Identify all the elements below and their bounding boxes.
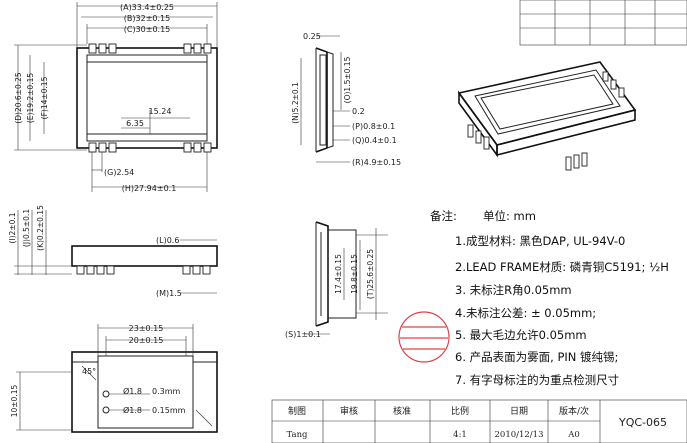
dim-P: (P)0.8±0.1 <box>352 122 395 131</box>
revision-table <box>519 0 687 46</box>
dim-hole1-b: 0.3mm <box>152 387 181 396</box>
dim-20: 20±0.15 <box>129 336 164 345</box>
side-view: 0.25 (N)5.2±0.1 (O)1.5±0.15 0.2 (P)0.8±0… <box>291 32 401 167</box>
dim-45deg: 45° <box>82 367 96 376</box>
dim-0-25: 0.25 <box>303 32 321 41</box>
note-3: 3. 未标注R角0.05mm <box>455 283 572 297</box>
dim-Q: (Q)0.4±0.1 <box>352 136 397 145</box>
tb-header-0: 制图 <box>288 405 306 417</box>
dim-B: (B)32±0.15 <box>124 14 170 23</box>
note-4: 4.未标注公差: ± 0.05mm; <box>455 306 596 320</box>
top-view: (A)33.4±0.25 (B)32±0.15 (C)30±0.15 (D)20… <box>14 2 218 193</box>
dim-23: 23±0.15 <box>129 324 164 333</box>
note-1: 1.成型材料: 黑色DAP, UL-94V-0 <box>455 234 625 248</box>
dim-6-35: 6.35 <box>126 119 144 128</box>
notes-block: 备注: 单位: mm 1.成型材料: 黑色DAP, UL-94V-0 2.LEA… <box>430 209 669 387</box>
title-block: 制图 审核 核准 比例 日期 版本/次 Tang 4:1 2010/12/13 … <box>271 399 687 443</box>
notes-header: 备注: <box>430 209 457 223</box>
dim-0-2: 0.2 <box>352 107 365 116</box>
tb-header-3: 比例 <box>451 405 469 417</box>
part-number: YQC-065 <box>618 416 667 429</box>
red-stamp <box>398 311 450 363</box>
dim-S: (S)1±0.1 <box>285 330 321 339</box>
tb-header-5: 版本/次 <box>559 405 589 417</box>
note-5: 5. 最大毛边允许0.05mm <box>455 328 587 342</box>
tb-header-2: 核准 <box>393 405 411 417</box>
notes-unit: 单位: mm <box>483 209 536 223</box>
dim-C: (C)30±0.15 <box>124 25 171 34</box>
tb-header-4: 日期 <box>510 406 528 417</box>
dim-K: (K)0.2±0.15 <box>36 205 45 251</box>
dim-H: (H)27.94±0.1 <box>122 184 177 193</box>
dim-A: (A)33.4±0.25 <box>120 3 174 12</box>
dim-N: (N)5.2±0.1 <box>291 82 300 124</box>
dim-10: 10±0.15 <box>10 385 19 418</box>
dim-M: (M)1.5 <box>156 289 182 298</box>
dim-hole2-b: 0.15mm <box>152 406 186 415</box>
note-6: 6. 产品表面为雾面, PIN 镀纯锡; <box>455 350 618 364</box>
end-view: 17.4±0.15 19.8±0.15 (T)25.6±0.25 (S)1±0.… <box>285 221 388 339</box>
dim-O: (O)1.5±0.15 <box>343 56 352 103</box>
dim-17-4: 17.4±0.15 <box>334 254 343 294</box>
dim-G: (G)2.54 <box>104 168 134 177</box>
dim-L: (L)0.6 <box>156 236 179 245</box>
dim-19-8: 19.8±0.15 <box>350 254 359 294</box>
dim-D: (D)20.6±0.25 <box>14 72 23 124</box>
isometric-view <box>457 61 637 171</box>
tb-value-4: 2010/12/13 <box>495 430 544 440</box>
dim-I: (I)2±0.1 <box>8 212 17 243</box>
dim-T: (T)25.6±0.25 <box>366 249 375 299</box>
note-2: 2.LEAD FRAME材质: 磷青铜C5191; ½H <box>455 260 669 274</box>
front-view: (I)2±0.1 (J)0.5±0.1 (K)0.2±0.15 (L)0.6 (… <box>8 205 218 298</box>
dim-R: (R)4.9±0.15 <box>352 158 401 167</box>
dim-hole2: Ø1.8 <box>123 405 142 415</box>
tb-header-1: 审核 <box>340 405 358 417</box>
dim-F: (F)14±0.15 <box>40 76 49 119</box>
dim-hole1: Ø1.8 <box>123 386 142 396</box>
tb-value-0: Tang <box>287 430 309 440</box>
note-7: 7. 有字母标注的为重点检测尺寸 <box>455 373 619 387</box>
dim-J: (J)0.5±0.1 <box>22 209 31 247</box>
dim-15-24: 15.24 <box>149 107 172 116</box>
bottom-view: 23±0.15 20±0.15 10±0.15 45° Ø1.8 0.3mm Ø… <box>10 324 218 433</box>
dim-E: (E)19.2±0.15 <box>26 73 35 124</box>
tb-value-3: 4:1 <box>453 430 467 440</box>
tb-value-5: A0 <box>567 430 580 440</box>
